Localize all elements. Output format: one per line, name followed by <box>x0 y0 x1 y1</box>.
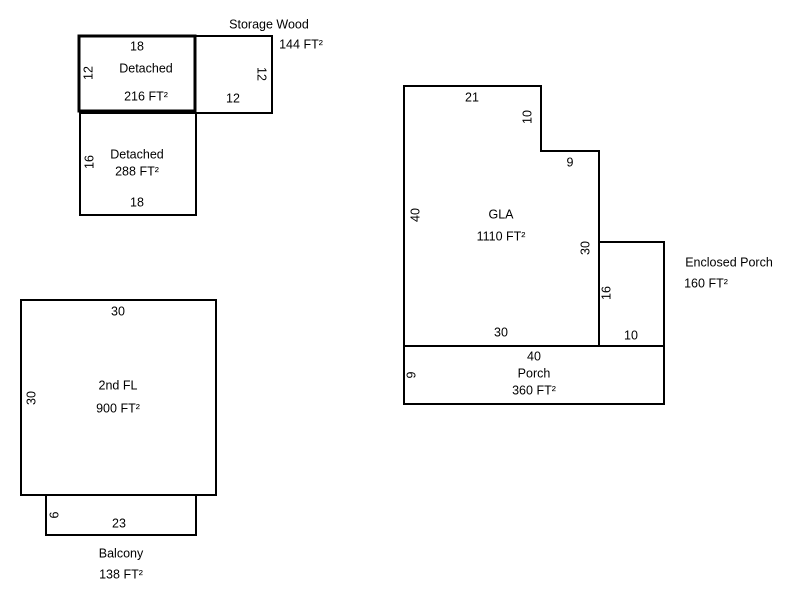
storage-outline[interactable] <box>194 35 273 114</box>
area-name: GLA <box>488 207 514 221</box>
area-size: 1110 FT² <box>477 229 526 243</box>
dimension-label: 18 <box>130 39 144 53</box>
area-name: Storage Wood <box>229 17 309 31</box>
area-detached-2[interactable]: 16 Detached 288 FT² 18 <box>79 112 197 216</box>
second-floor-outline[interactable] <box>20 299 217 496</box>
detached-2-outline[interactable] <box>79 112 197 216</box>
area-detached-1[interactable]: 18 12 Detached 216 FT² <box>77 34 197 113</box>
area-size: 160 FT² <box>684 276 728 290</box>
dimension-label: 30 <box>111 304 125 318</box>
dimension-label: 6 <box>47 511 61 518</box>
dimension-label: 16 <box>82 155 96 169</box>
area-name: Detached <box>119 61 173 75</box>
dimension-label: 12 <box>81 66 95 80</box>
area-gla[interactable]: 21 10 9 40 GLA 1110 FT² 30 30 <box>403 85 600 347</box>
area-name: Balcony <box>99 546 144 560</box>
balcony-outline[interactable] <box>45 494 197 536</box>
area-storage-wood[interactable]: Storage Wood 144 FT² 12 12 <box>194 17 323 114</box>
area-name: Enclosed Porch <box>685 255 773 269</box>
porch-outline[interactable] <box>403 345 665 405</box>
dimension-label: 23 <box>112 516 126 530</box>
area-name: Porch <box>518 366 551 380</box>
area-balcony[interactable]: 6 23 Balcony 138 FT² <box>45 494 197 581</box>
area-name: Detached <box>110 147 164 161</box>
area-size: 144 FT² <box>279 37 323 51</box>
area-size: 216 FT² <box>124 89 168 103</box>
dimension-label: 16 <box>599 286 613 300</box>
area-size: 360 FT² <box>512 383 556 397</box>
area-second-floor[interactable]: 30 30 2nd FL 900 FT² <box>20 299 217 496</box>
dimension-label: 30 <box>24 391 38 405</box>
area-name: 2nd FL <box>99 378 138 392</box>
area-size: 288 FT² <box>115 164 159 178</box>
dimension-label: 10 <box>624 328 638 342</box>
dimension-label: 40 <box>527 349 541 363</box>
dimension-label: 30 <box>578 241 592 255</box>
dimension-label: 21 <box>465 90 479 104</box>
dimension-label: 12 <box>226 91 240 105</box>
area-size: 138 FT² <box>99 567 143 581</box>
dimension-label: 12 <box>255 67 269 81</box>
dimension-label: 40 <box>408 208 422 222</box>
dimension-label: 30 <box>494 325 508 339</box>
area-size: 900 FT² <box>96 401 140 415</box>
dimension-label: 9 <box>567 155 574 169</box>
dimension-label: 10 <box>520 110 534 124</box>
area-porch[interactable]: 40 9 Porch 360 FT² <box>403 345 665 405</box>
dimension-label: 9 <box>404 371 418 378</box>
area-enclosed-porch[interactable]: 16 10 Enclosed Porch 160 FT² <box>598 241 773 347</box>
dimension-label: 18 <box>130 195 144 209</box>
